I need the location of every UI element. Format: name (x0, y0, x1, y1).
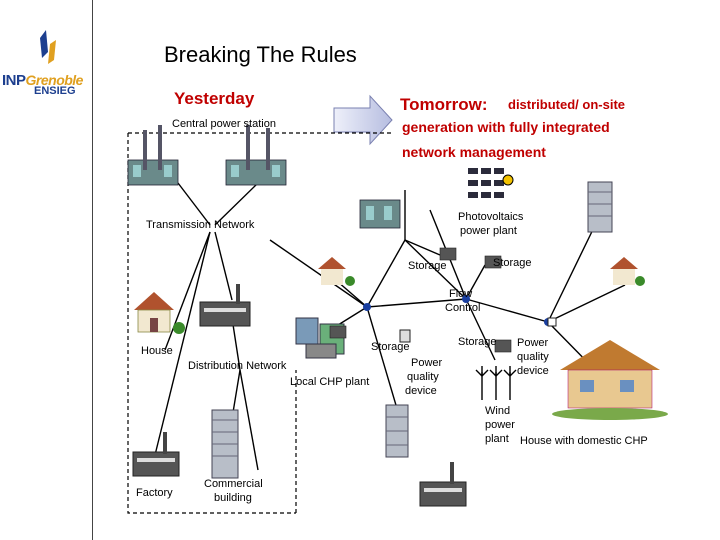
logo-mark-icon (40, 30, 56, 64)
storage-label: Storage (371, 341, 410, 353)
power-quality-label-line1: Power (517, 337, 549, 349)
photovoltaics-label-line2: power plant (460, 225, 517, 237)
distribution-network-label: Distribution Network (188, 360, 287, 372)
factory-label: Factory (136, 487, 173, 499)
sidebar-divider (92, 0, 93, 540)
power-quality-label-line1: Power (411, 357, 443, 369)
commercial-building-label-line1: Commercial (204, 478, 263, 490)
power-plant-icon (225, 125, 287, 186)
sun-icon (502, 174, 514, 186)
flow-control-label-line2: Control (445, 302, 481, 314)
yesterday-heading: Yesterday (174, 89, 255, 108)
house-icon (610, 257, 645, 286)
local-chp-plant-label: Local CHP plant (290, 376, 370, 388)
storage-label: Storage (408, 260, 447, 272)
factory-icon (199, 284, 251, 327)
commercial-building-label-line2: building (214, 492, 252, 504)
logo-ensieg-text: ENSIEG (34, 85, 76, 97)
page-title: Breaking The Rules (164, 42, 357, 67)
wind-turbine-icon (475, 366, 517, 400)
storage-label: Storage (458, 336, 497, 348)
tomorrow-heading: Tomorrow: (400, 95, 488, 114)
house-chp-label: House with domestic CHP (520, 435, 648, 447)
wind-label-line1: Wind (485, 405, 511, 417)
photovoltaics-label-line1: Photovoltaics (458, 211, 524, 223)
power-plant-icon (127, 125, 179, 186)
office-tower-icon (587, 181, 613, 233)
power-quality-device-icon (399, 317, 557, 343)
flow-control-label-line1: Flow (449, 288, 473, 300)
tomorrow-description-line1: distributed/ on-site (508, 97, 625, 112)
tomorrow-description-line2: generation with fully integrated (402, 119, 610, 135)
power-quality-label-line2: quality (517, 351, 549, 363)
network-nodes (363, 295, 552, 326)
office-tower-icon (211, 409, 239, 479)
network-lines (154, 182, 626, 471)
house-chp-icon (552, 340, 668, 420)
transition-arrow-icon (333, 94, 393, 146)
power-quality-label-line2: quality (407, 371, 439, 383)
office-tower-icon (385, 404, 409, 458)
storage-icon (329, 247, 512, 353)
central-power-station-label: Central power station (172, 118, 276, 130)
power-quality-label-line3: device (405, 385, 437, 397)
wind-label-line3: plant (485, 433, 509, 445)
solar-panel-icon (468, 168, 504, 198)
factory-icon (419, 462, 467, 507)
house-icon (134, 292, 185, 334)
substation-icon (359, 199, 401, 229)
wind-label-line2: power (485, 419, 515, 431)
transmission-network-label: Transmission Network (146, 219, 255, 231)
logo-inp-text: INPGrenoble (2, 72, 83, 89)
yesterday-boundary (127, 132, 392, 514)
house-icon (318, 257, 355, 286)
tomorrow-description-line3: network management (402, 144, 546, 160)
house-label: House (141, 345, 173, 357)
factory-icon (132, 432, 180, 477)
power-quality-label-line3: device (517, 365, 549, 377)
storage-label: Storage (493, 257, 532, 269)
